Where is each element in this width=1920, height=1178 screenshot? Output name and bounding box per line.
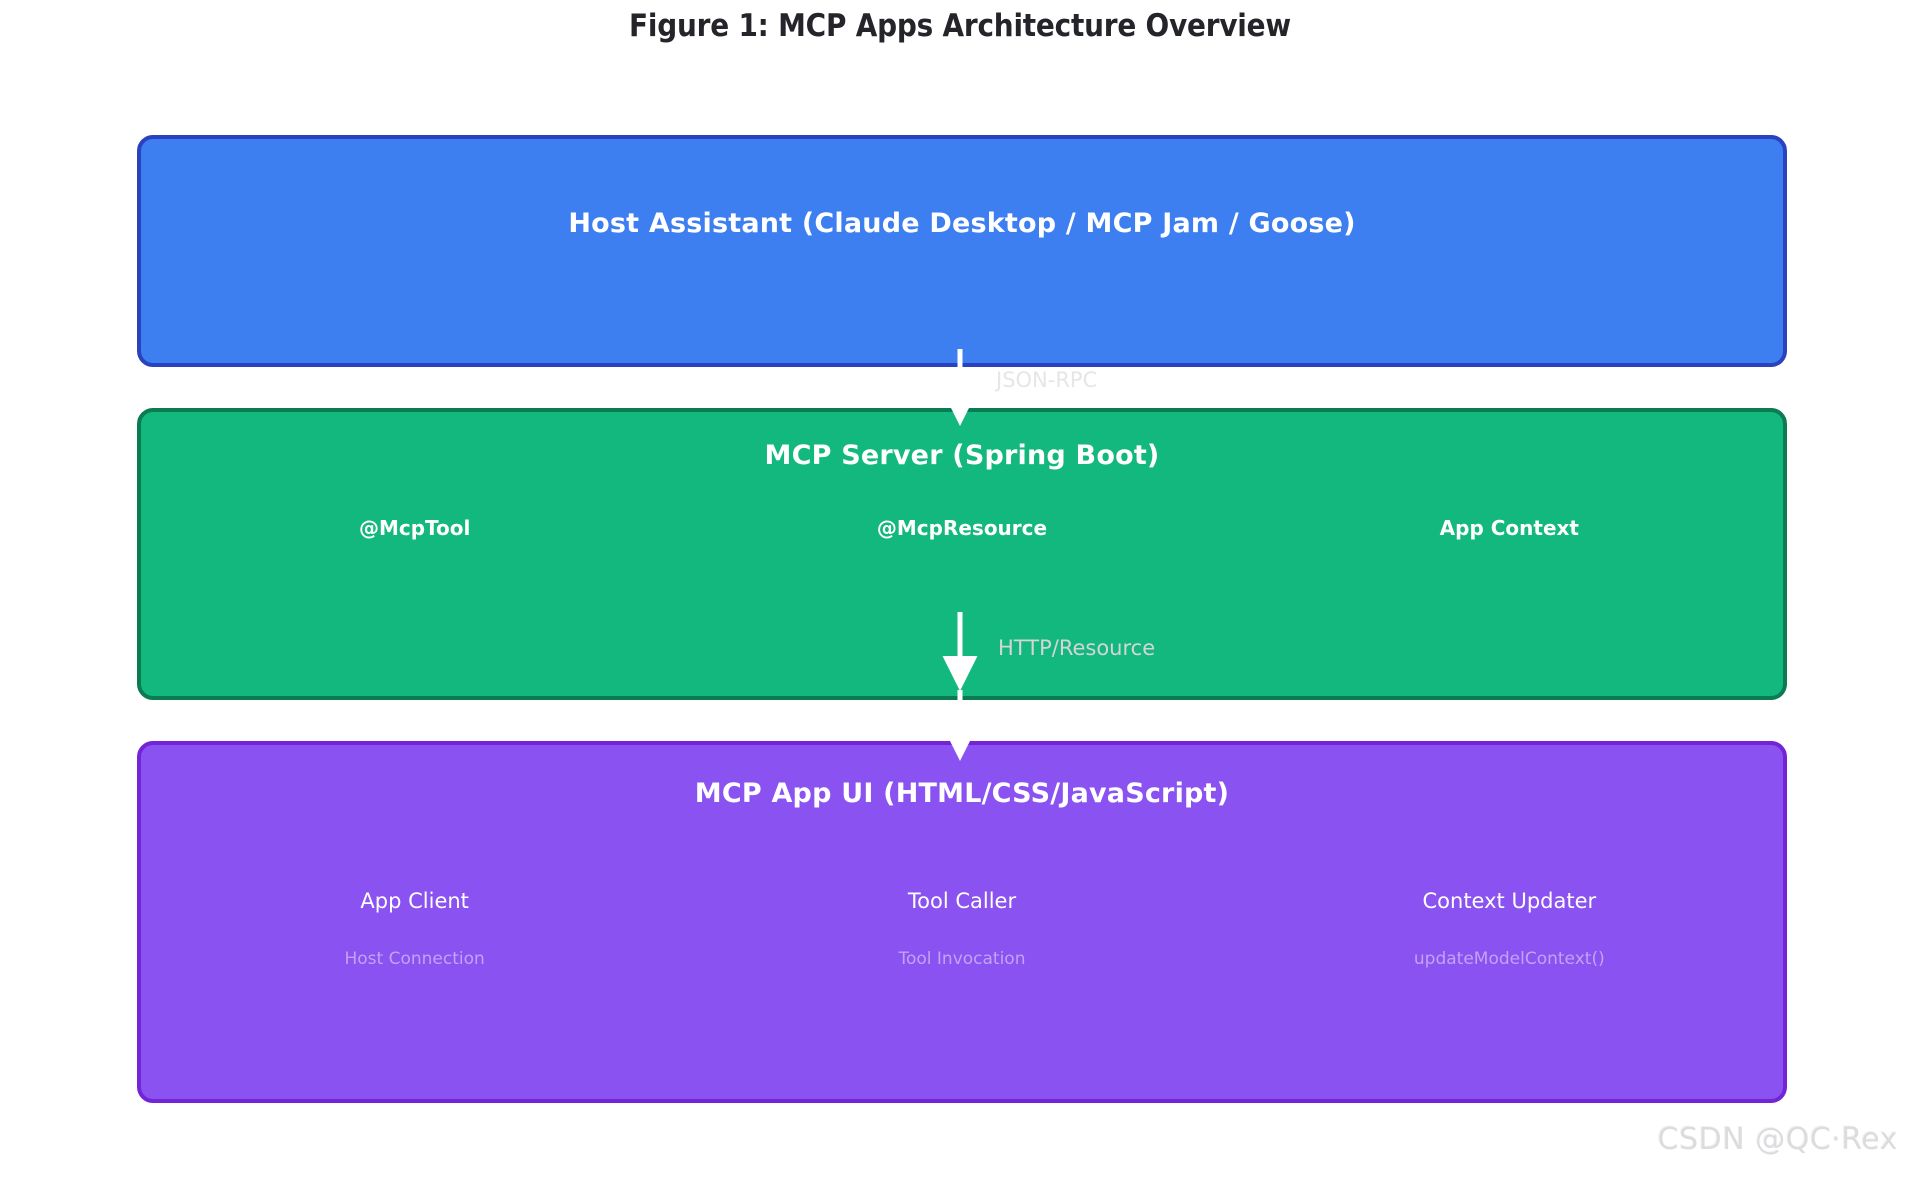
- server-column-mcpresource: @McpResource: [688, 516, 1235, 540]
- arrow-label-json-rpc: JSON-RPC: [996, 368, 1098, 392]
- csdn-watermark: CSDN @QC·Rex: [1657, 1122, 1898, 1157]
- server-column-mcpresource-title: @McpResource: [876, 516, 1048, 540]
- server-column-app-context-title: App Context: [1439, 516, 1579, 540]
- appui-column-context-updater-sub: updateModelContext(): [1413, 949, 1605, 969]
- appui-column-tool-caller-title: Tool Caller: [907, 889, 1017, 913]
- mcp-app-ui-heading: MCP App UI (HTML/CSS/JavaScript): [694, 778, 1230, 809]
- host-assistant-heading: Host Assistant (Claude Desktop / MCP Jam…: [568, 208, 1356, 239]
- appui-column-app-client-sub: Host Connection: [344, 949, 485, 969]
- appui-column-tool-caller: Tool Caller Tool Invocation: [688, 889, 1235, 969]
- appui-column-context-updater-title: Context Updater: [1422, 889, 1597, 913]
- figure-title: Figure 1: MCP Apps Architecture Overview: [629, 8, 1291, 44]
- layer-box-mcp-app-ui: MCP App UI (HTML/CSS/JavaScript) App Cli…: [137, 741, 1787, 1103]
- appui-column-app-client-title: App Client: [360, 889, 469, 913]
- layer-box-host-assistant: Host Assistant (Claude Desktop / MCP Jam…: [137, 135, 1787, 367]
- mcp-server-columns: @McpTool @McpResource App Context: [141, 516, 1783, 540]
- server-column-app-context: App Context: [1236, 516, 1783, 540]
- mcp-server-heading: MCP Server (Spring Boot): [764, 440, 1160, 471]
- appui-column-app-client: App Client Host Connection: [141, 889, 688, 969]
- arrow-label-http-resource: HTTP/Resource: [998, 636, 1156, 660]
- mcp-app-ui-columns: App Client Host Connection Tool Caller T…: [141, 889, 1783, 969]
- server-column-mcptool: @McpTool: [141, 516, 688, 540]
- server-column-mcptool-title: @McpTool: [358, 516, 471, 540]
- appui-column-context-updater: Context Updater updateModelContext(): [1236, 889, 1783, 969]
- appui-column-tool-caller-sub: Tool Invocation: [898, 949, 1026, 969]
- layer-box-mcp-server: MCP Server (Spring Boot) @McpTool @McpRe…: [137, 408, 1787, 700]
